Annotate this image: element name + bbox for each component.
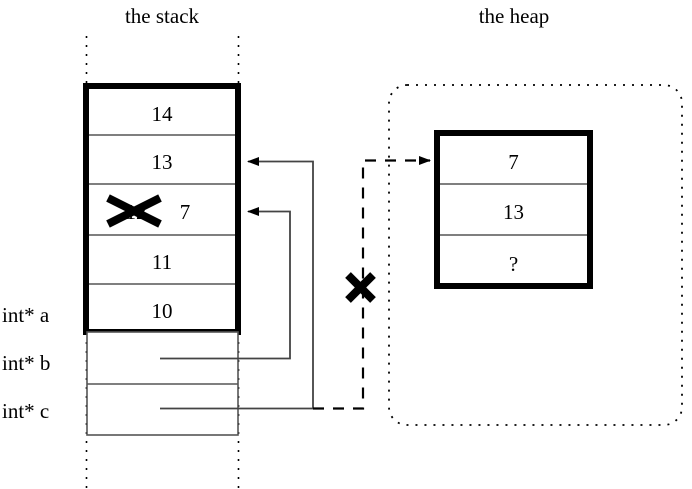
pointer-c-arrow [160,157,314,410]
heap-cell-value-1: 13 [503,200,524,224]
stack-cell-replacement-2: 7 [179,200,191,224]
stack-pointer-cells [86,331,239,436]
invalid-pointer-x-mark [345,272,376,303]
pointer-b-arrow [160,207,291,360]
heap-block-box [434,130,593,289]
stack-cell-value-1: 13 [151,150,173,174]
stack-cell-value-0: 14 [151,102,173,126]
pointer-label-a: int* a [2,303,50,327]
stack-cell-value-2: 12 [125,200,147,224]
stack-cell-value-3: 11 [151,250,173,274]
heap-region-boundary [388,84,683,426]
stack-cell-value-4: 10 [151,299,173,323]
pointer-label-b: int* b [2,351,51,375]
heap-region-title: the heap [478,4,550,28]
struck-value-mark [106,194,162,228]
heap-cell-value-0: 7 [508,150,519,174]
stack-region-title: the stack [124,4,200,28]
dangling-heap-pointer [313,156,431,410]
pointer-label-c: int* c [2,399,50,423]
heap-cell-value-2: ? [508,252,519,276]
